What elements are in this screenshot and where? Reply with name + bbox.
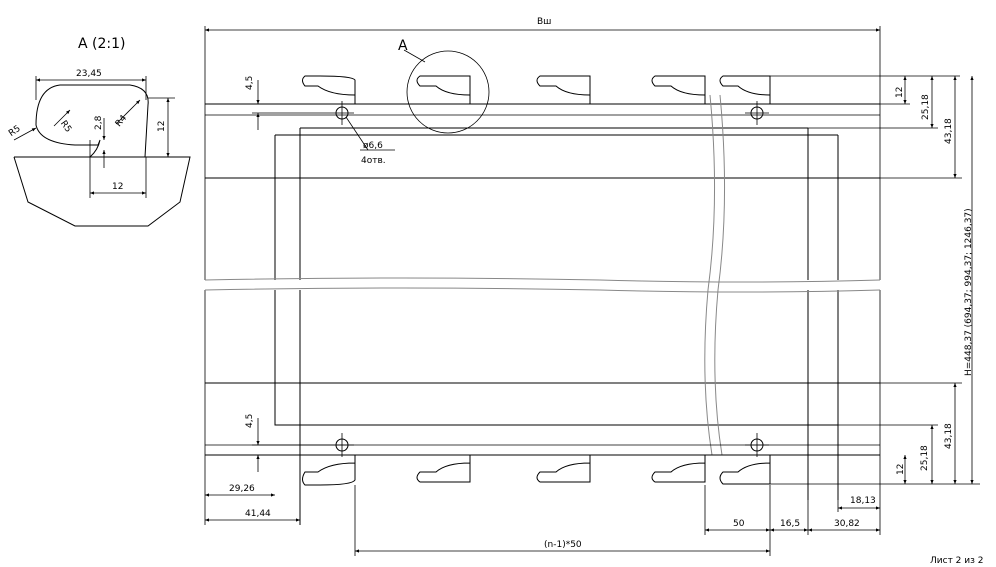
detail-dim-r5b: R5 <box>58 119 73 135</box>
dim-18-13: 18,13 <box>850 496 876 506</box>
leader-r4 <box>115 99 141 125</box>
inner-frame-lower <box>274 290 839 525</box>
detail-dim-height: 12 <box>157 121 167 132</box>
dim-height: H=448,37 (694,37; 994,37; 1246,37) <box>964 208 974 376</box>
top-comb-strip <box>205 75 880 105</box>
dim-29-26: 29,26 <box>229 484 255 494</box>
detail-base-outline <box>13 156 191 227</box>
detail-view-a: A (2:1) 23,45 R5 R5 R4 2,8 12 12 <box>7 36 191 227</box>
detail-dim-r4: R4 <box>114 113 130 129</box>
dim-25-18-bottom: 25,18 <box>920 445 930 471</box>
width-label: Вш <box>537 17 551 27</box>
dim-43-18-top: 43,18 <box>944 118 954 144</box>
dim-30-82: 30,82 <box>834 519 860 529</box>
break-line-vertical <box>704 94 726 456</box>
dim-50: 50 <box>733 519 745 529</box>
detail-dim-width: 23,45 <box>76 69 102 79</box>
hole-leader <box>345 116 369 151</box>
main-view: Вш A ø6,6 4отв. <box>204 17 980 556</box>
dim-4-5-bottom: 4,5 <box>245 414 255 428</box>
dim-12-top: 12 <box>895 87 905 98</box>
inner-frame <box>274 127 839 280</box>
detail-slot-profile <box>14 84 190 158</box>
bottom-comb-strip <box>205 454 880 486</box>
dim-4-5-top: 4,5 <box>245 76 255 90</box>
leader-r5 <box>53 109 71 127</box>
callout-label: A <box>398 38 408 54</box>
detail-dim-bottom: 12 <box>112 182 123 192</box>
callout-leader <box>403 49 426 63</box>
dim-12-bottom: 12 <box>896 464 906 475</box>
leader-r5 <box>13 127 37 141</box>
detail-callout-circle <box>406 50 490 134</box>
sheet-number: Лист 2 из 2 <box>930 556 983 566</box>
dim-43-18-bottom: 43,18 <box>944 423 954 449</box>
dim-25-18-top: 25,18 <box>921 94 931 120</box>
detail-title: A (2:1) <box>78 36 125 52</box>
dim-16-5: 16,5 <box>780 519 800 529</box>
mounting-hole <box>745 101 769 125</box>
hole-diameter: ø6,6 <box>363 141 383 151</box>
dim-pitch: (n-1)*50 <box>544 540 582 550</box>
dim-41-44: 41,44 <box>245 509 271 519</box>
detail-dim-depth: 2,8 <box>94 115 104 130</box>
mounting-hole <box>330 101 354 125</box>
hole-count: 4отв. <box>361 156 386 166</box>
break-line-horizontal <box>204 277 881 293</box>
